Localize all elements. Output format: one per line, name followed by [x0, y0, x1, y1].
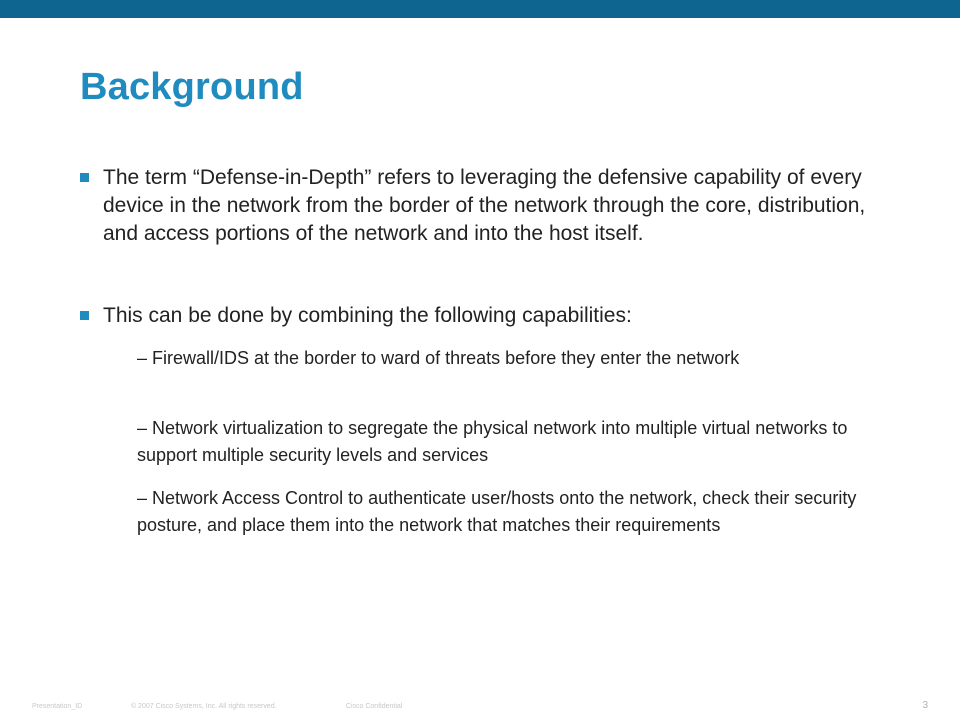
footer-confidential: Cisco Confidential: [345, 703, 403, 710]
page-number: 3: [922, 700, 928, 711]
footer-copyright: © 2007 Cisco Systems, Inc. All rights re…: [130, 703, 277, 710]
square-bullet-icon: [80, 311, 89, 320]
slide-title: Background: [80, 66, 304, 108]
footer: Presentation_ID © 2007 Cisco Systems, In…: [32, 703, 402, 710]
footer-presentation-id: Presentation_ID: [32, 703, 83, 710]
bullet-item: The term “Defense-in-Depth” refers to le…: [80, 164, 880, 248]
sub-bullet-item: – Network virtualization to segregate th…: [137, 418, 848, 465]
bullet-text: The term “Defense-in-Depth” refers to le…: [103, 166, 866, 245]
sub-bullet-item: – Network Access Control to authenticate…: [137, 488, 857, 535]
sub-bullet-item: – Firewall/IDS at the border to ward of …: [137, 348, 740, 368]
bullet-item: This can be done by combining the follow…: [80, 302, 880, 330]
header-band: [0, 0, 960, 18]
bullet-text: This can be done by combining the follow…: [103, 304, 632, 327]
square-bullet-icon: [80, 173, 89, 182]
